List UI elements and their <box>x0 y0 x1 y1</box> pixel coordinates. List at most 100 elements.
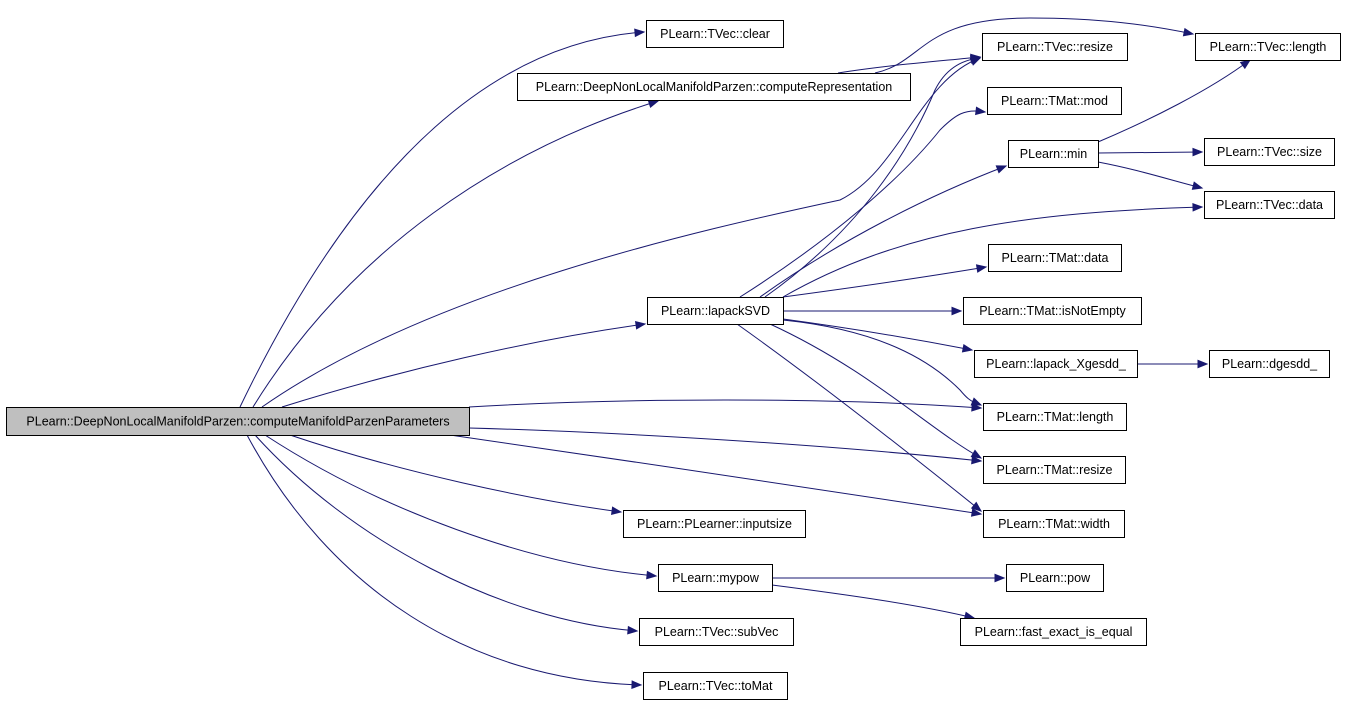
node-lapack-svd[interactable]: PLearn::lapackSVD <box>647 297 784 325</box>
node-label: PLearn::TMat::data <box>1001 251 1108 265</box>
edge-lapack_xgesdd-to-dgesdd <box>1137 359 1209 369</box>
node-pow[interactable]: PLearn::pow <box>1006 564 1104 592</box>
node-box <box>987 87 1122 115</box>
edge-root-to-lapack_svd <box>281 321 647 408</box>
node-box <box>1008 140 1099 168</box>
node-box <box>960 618 1147 646</box>
node-tmat-data[interactable]: PLearn::TMat::data <box>988 244 1122 272</box>
node-label: PLearn::TVec::resize <box>997 40 1113 54</box>
edge-mypow-to-pow <box>772 573 1006 583</box>
edge-line <box>782 319 982 406</box>
arrowhead-icon <box>646 570 658 580</box>
arrowhead-icon <box>1239 59 1252 70</box>
edge-line <box>468 399 982 409</box>
node-mypow[interactable]: PLearn::mypow <box>658 564 773 592</box>
edge-min-to-tvec_data <box>1097 161 1204 190</box>
node-fast-exact-is-equal[interactable]: PLearn::fast_exact_is_equal <box>960 618 1147 646</box>
arrowhead-icon <box>970 508 983 517</box>
node-label: PLearn::TVec::clear <box>660 27 770 41</box>
node-subvec[interactable]: PLearn::TVec::subVec <box>639 618 794 646</box>
node-tvec-clear[interactable]: PLearn::TVec::clear <box>646 20 784 48</box>
edge-line <box>837 56 981 74</box>
node-label: PLearn::TMat::mod <box>1001 94 1108 108</box>
edge-compute_representation-to-tvec_length <box>874 17 1195 74</box>
arrowhead-icon <box>647 99 660 109</box>
node-label: PLearn::TVec::length <box>1210 40 1327 54</box>
edge-root-to-mypow <box>264 434 658 580</box>
node-label: PLearn::dgesdd_ <box>1222 357 1318 371</box>
node-label: PLearn::TVec::toMat <box>659 679 773 693</box>
edge-root-to-compute_representation <box>252 99 660 408</box>
edge-line <box>1097 151 1203 154</box>
node-compute-representation[interactable]: PLearn::DeepNonLocalManifoldParzen::comp… <box>517 73 911 101</box>
arrowhead-icon <box>994 573 1006 583</box>
node-tvec-data[interactable]: PLearn::TVec::data <box>1204 191 1335 219</box>
node-tmat-length[interactable]: PLearn::TMat::length <box>983 403 1127 431</box>
node-box <box>1209 350 1330 378</box>
node-tmat-mod[interactable]: PLearn::TMat::mod <box>987 87 1122 115</box>
edge-line <box>782 318 973 351</box>
node-box <box>982 33 1128 61</box>
node-box <box>1204 191 1335 219</box>
node-tmat-resize[interactable]: PLearn::TMat::resize <box>983 456 1126 484</box>
edge-lapack_svd-to-tvec_data <box>782 202 1204 298</box>
edge-line <box>759 165 1007 298</box>
edge-line <box>739 110 986 298</box>
arrowhead-icon <box>975 264 988 273</box>
node-label: PLearn::lapackSVD <box>661 304 770 318</box>
arrowhead-icon <box>995 165 1008 174</box>
node-tmat-isnotempty[interactable]: PLearn::TMat::isNotEmpty <box>963 297 1142 325</box>
node-box <box>623 510 806 538</box>
node-lapack-xgesdd[interactable]: PLearn::lapack_Xgesdd_ <box>974 350 1138 378</box>
edge-line <box>769 323 982 459</box>
node-inputsize[interactable]: PLearn::PLearner::inputsize <box>623 510 806 538</box>
edge-lapack_svd-to-lapack_xgesdd <box>782 318 974 353</box>
edge-line <box>449 434 982 515</box>
node-label: PLearn::DeepNonLocalManifoldParzen::comp… <box>536 80 893 94</box>
arrowhead-icon <box>970 501 983 512</box>
edge-line <box>289 434 622 513</box>
node-box <box>643 672 788 700</box>
node-root[interactable]: PLearn::DeepNonLocalManifoldParzen::comp… <box>6 407 470 436</box>
edge-min-to-tvec_size <box>1097 147 1204 157</box>
edge-line <box>264 434 657 577</box>
node-label: PLearn::DeepNonLocalManifoldParzen::comp… <box>26 415 449 429</box>
arrowhead-icon <box>1192 202 1204 212</box>
node-box <box>988 244 1122 272</box>
edge-root-to-inputsize <box>289 434 623 516</box>
node-min[interactable]: PLearn::min <box>1008 140 1099 168</box>
edge-line <box>764 57 981 298</box>
edge-line <box>782 206 1203 298</box>
arrowhead-icon <box>951 306 963 316</box>
node-box <box>974 350 1138 378</box>
edge-root-to-tvec_resize <box>261 57 982 408</box>
edge-root-to-tmat_length <box>468 399 983 412</box>
arrowhead-icon <box>971 403 983 412</box>
edge-line <box>1097 59 1251 143</box>
edge-line <box>246 434 642 686</box>
edge-mypow-to-fast_exact_is_equal <box>771 584 976 621</box>
node-tvec-size[interactable]: PLearn::TVec::size <box>1204 138 1335 166</box>
arrowhead-icon <box>975 106 987 116</box>
arrowhead-icon <box>631 680 643 689</box>
arrowhead-icon <box>971 455 983 465</box>
edge-lapack_svd-to-tvec_resize <box>764 55 982 298</box>
edge-line <box>736 323 982 512</box>
node-box <box>1006 564 1104 592</box>
node-tvec-resize[interactable]: PLearn::TVec::resize <box>982 33 1128 61</box>
edge-lapack_svd-to-tmat_isnotempty <box>783 306 963 316</box>
edge-root-to-subvec <box>254 434 639 635</box>
node-tvec-length[interactable]: PLearn::TVec::length <box>1195 33 1341 61</box>
node-dgesdd[interactable]: PLearn::dgesdd_ <box>1209 350 1330 378</box>
node-label: PLearn::min <box>1020 147 1087 161</box>
node-box <box>647 297 784 325</box>
node-label: PLearn::TVec::data <box>1216 198 1323 212</box>
node-box <box>1195 33 1341 61</box>
node-label: PLearn::TMat::length <box>997 410 1114 424</box>
node-label: PLearn::PLearner::inputsize <box>637 517 792 531</box>
edge-root-to-tmat_width <box>449 434 983 517</box>
edge-line <box>239 31 645 408</box>
arrowhead-icon <box>634 321 647 330</box>
node-tmat-width[interactable]: PLearn::TMat::width <box>983 510 1125 538</box>
node-tomat[interactable]: PLearn::TVec::toMat <box>643 672 788 700</box>
